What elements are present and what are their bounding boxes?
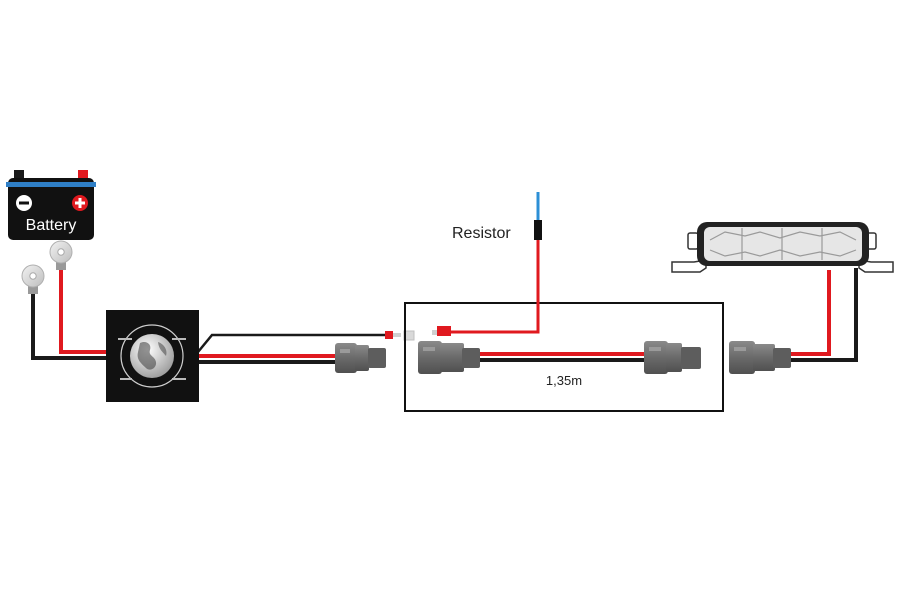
light-bar-icon (671, 222, 894, 273)
resistor-icon (534, 220, 542, 240)
extension-cable (478, 352, 648, 362)
ring-terminal-icon (21, 264, 45, 294)
extension-cable-frame (404, 302, 724, 412)
connector-icon (418, 341, 480, 374)
relay-box-icon (106, 310, 199, 402)
pin-terminal-icon (432, 326, 451, 336)
battery-positive-wire (59, 265, 108, 354)
relay-output-wires (197, 333, 385, 364)
resistor-label: Resistor (452, 225, 511, 242)
battery-negative-wire (31, 290, 108, 360)
connector-icon (644, 341, 701, 374)
resistor-wire (448, 192, 542, 334)
pin-terminal-icon (385, 330, 415, 341)
connector-icon (335, 343, 386, 373)
lightbar-wires (790, 268, 858, 362)
globe-icon (130, 334, 174, 378)
connector-icon (729, 341, 791, 374)
battery-icon: Battery (6, 170, 96, 240)
battery-label: Battery (26, 217, 77, 234)
ring-terminal-icon (49, 240, 73, 270)
cable-length-label: 1,35m (546, 373, 582, 388)
